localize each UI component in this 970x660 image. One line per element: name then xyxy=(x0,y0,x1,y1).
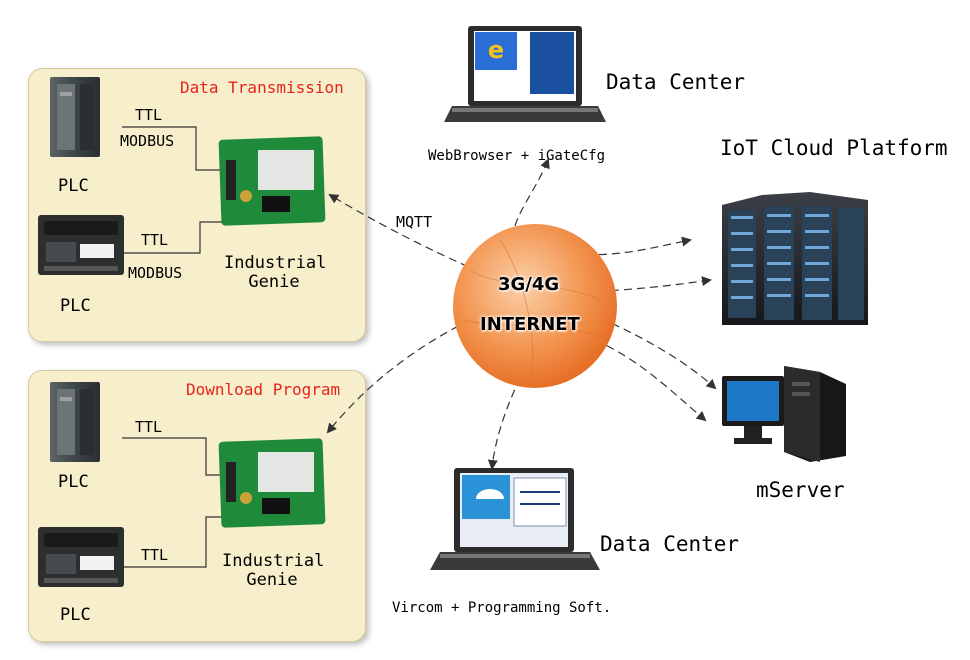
modbus-label: MODBUS xyxy=(120,132,175,150)
plc-label: PLC xyxy=(58,176,89,196)
plc-icon xyxy=(50,77,100,157)
vircom-caption: Vircom + Programming Soft. xyxy=(392,600,612,616)
panel-title: Download Program xyxy=(186,380,341,399)
ie-icon: e xyxy=(488,36,504,64)
laptop-icon xyxy=(430,468,600,570)
ttl-label: TTL xyxy=(135,418,163,436)
device-label-line2: Genie xyxy=(246,570,298,590)
webbrowser-caption: WebBrowser + iGateCfg xyxy=(428,148,606,164)
plc-label: PLC xyxy=(60,605,91,625)
panel-title: Data Transmission xyxy=(180,78,344,97)
mserver-label: mServer xyxy=(756,478,845,502)
ttl-label: TTL xyxy=(135,106,163,124)
data-center-top-label: Data Center xyxy=(606,70,746,94)
laptop-icon: e xyxy=(444,26,606,122)
globe-label-3g4g: 3G/4G xyxy=(498,274,560,295)
ttl-label: TTL xyxy=(141,231,169,249)
industrial-genie-board-icon xyxy=(218,438,326,528)
server-rack-icon xyxy=(722,192,868,325)
plc-label: PLC xyxy=(60,296,91,316)
industrial-genie-board-icon xyxy=(218,136,326,226)
workstation-icon xyxy=(722,366,846,462)
iot-cloud-label: IoT Cloud Platform xyxy=(720,136,948,160)
globe-label-internet: INTERNET xyxy=(480,314,580,335)
internet-globe xyxy=(453,224,617,388)
mqtt-label: MQTT xyxy=(396,213,433,231)
plc-compact-icon xyxy=(38,215,124,275)
plc-icon xyxy=(50,382,100,462)
device-label-line1: Industrial xyxy=(224,253,327,273)
data-center-bottom-label: Data Center xyxy=(600,532,740,556)
plc-label: PLC xyxy=(58,472,89,492)
device-label-line2: Genie xyxy=(248,272,300,292)
plc-compact-icon xyxy=(38,527,124,587)
ttl-label: TTL xyxy=(141,546,169,564)
modbus-label: MODBUS xyxy=(128,264,183,282)
panel-leader-lines xyxy=(122,126,222,568)
device-label-line1: Industrial xyxy=(222,551,325,571)
